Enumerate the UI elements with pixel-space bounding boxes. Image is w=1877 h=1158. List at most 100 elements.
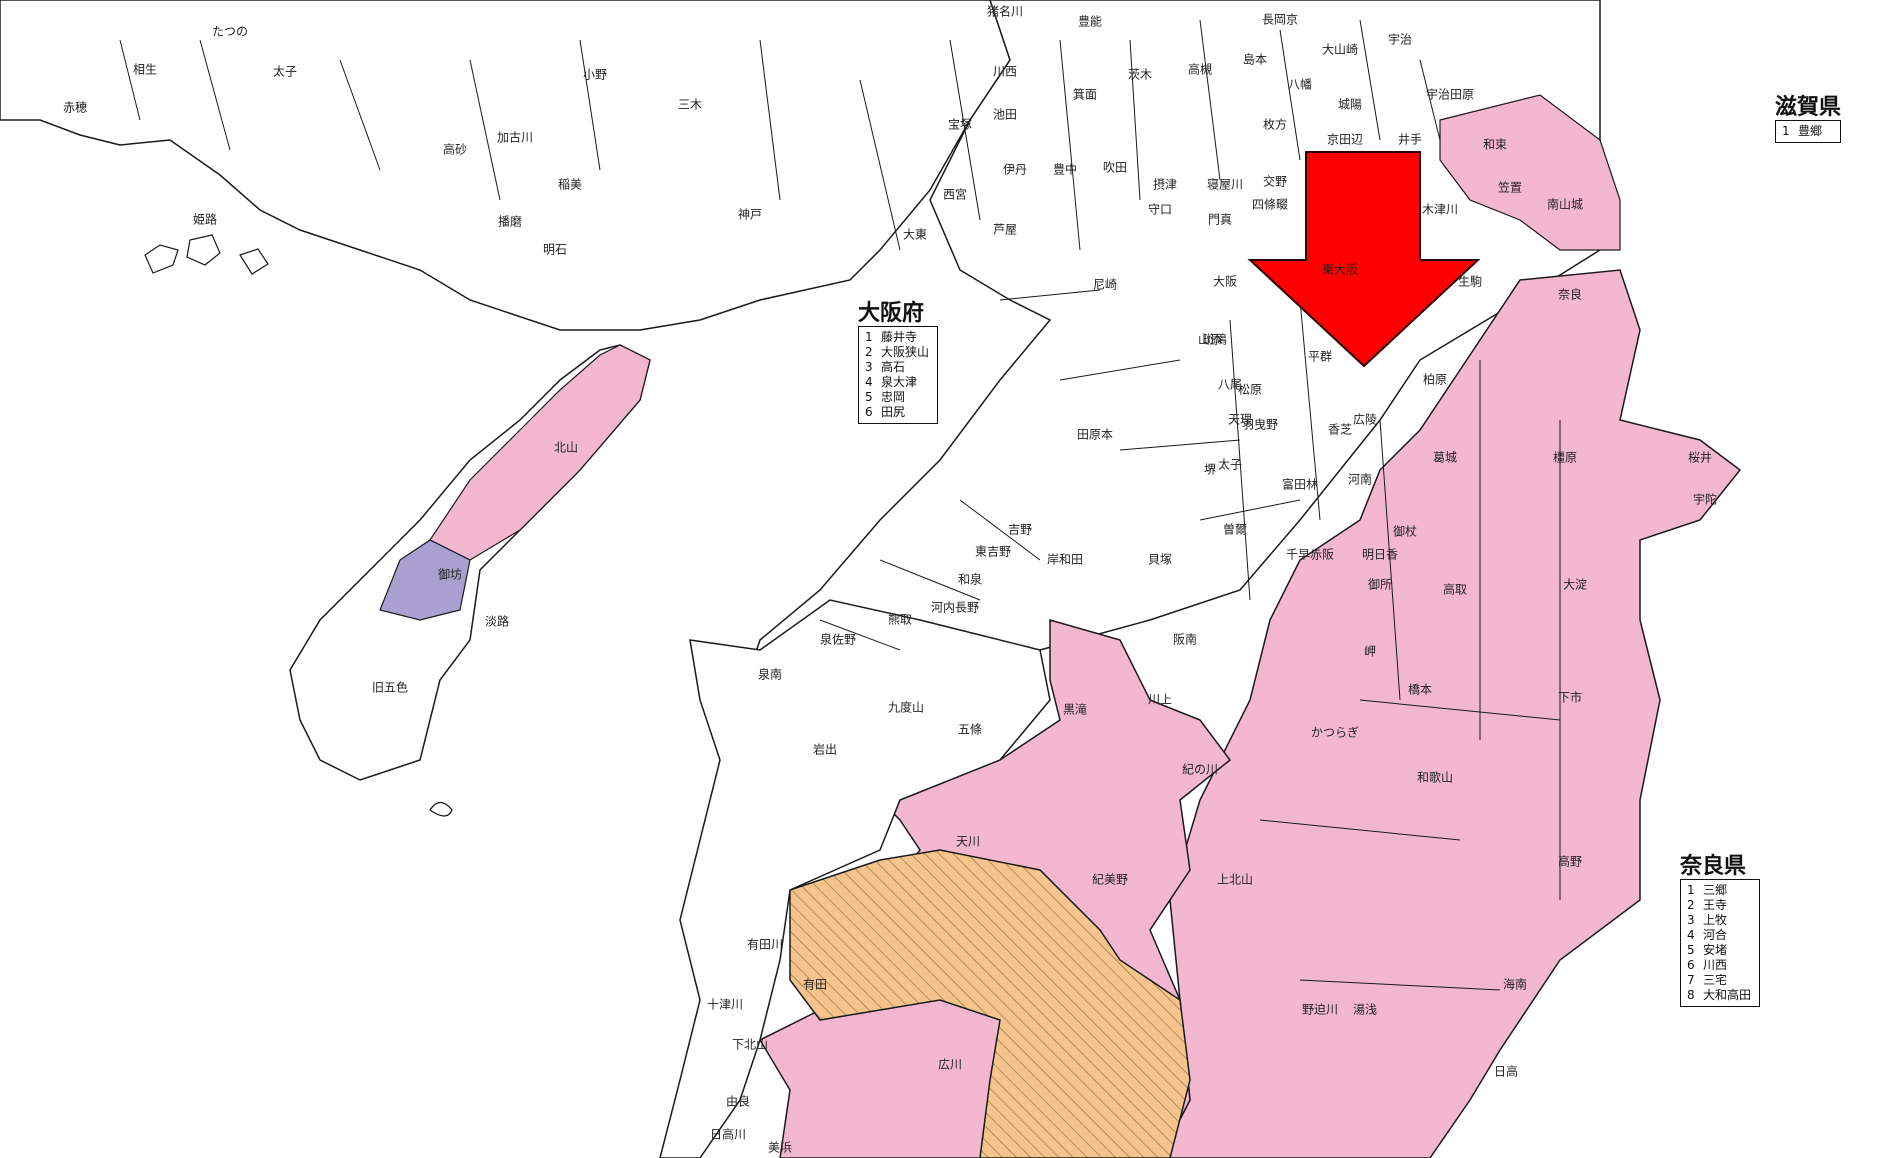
legend-entry-name: 大阪狭山 xyxy=(881,345,930,360)
municipality-label: 和歌山 xyxy=(1417,770,1453,785)
municipality-label: 天理 xyxy=(1228,413,1252,427)
municipality-label: 泉南 xyxy=(758,667,782,682)
municipality-label: 広陵 xyxy=(1353,413,1377,427)
legend-entry-number: 4 xyxy=(1687,928,1695,943)
municipality-label: 大山崎 xyxy=(1322,43,1358,57)
legend-entry-number: 6 xyxy=(865,405,873,420)
municipality-label: 九度山 xyxy=(888,700,924,715)
municipality-label: 播磨 xyxy=(498,215,522,229)
municipality-label: 南山城 xyxy=(1547,197,1583,212)
municipality-label: 宝塚 xyxy=(948,118,972,132)
municipality-label: 大淀 xyxy=(1563,578,1587,592)
legend-entry-name: 三郷 xyxy=(1703,883,1728,898)
municipality-label: 北山 xyxy=(554,441,578,455)
municipality-label: 千早赤阪 xyxy=(1286,548,1334,562)
municipality-label: 御所 xyxy=(1368,577,1392,592)
legend-entry-name: 上牧 xyxy=(1703,913,1728,928)
municipality-label: 宇治田原 xyxy=(1426,88,1474,102)
legend-entry-number: 7 xyxy=(1687,973,1695,988)
municipality-label: 吉野 xyxy=(1008,523,1032,537)
legend-entry-number: 1 xyxy=(1782,124,1790,139)
municipality-label: 相生 xyxy=(133,63,157,77)
legend-entry-number: 5 xyxy=(1687,943,1695,958)
municipality-label: 太子 xyxy=(1218,457,1242,472)
municipality-label: 堺 xyxy=(1204,463,1216,477)
municipality-label: 奈良 xyxy=(1558,287,1582,302)
legend-entry-number: 2 xyxy=(865,345,873,360)
municipality-label: 川上 xyxy=(1148,693,1172,707)
municipality-label: 高槻 xyxy=(1188,62,1212,77)
municipality-label: 宇治 xyxy=(1388,33,1412,47)
municipality-label: 明石 xyxy=(543,243,567,257)
legend-entry-name: 藤井寺 xyxy=(881,330,918,345)
municipality-label: 高砂 xyxy=(443,142,467,157)
municipality-label: 枚方 xyxy=(1263,117,1287,132)
municipality-label: 斑鳩 xyxy=(1203,333,1227,347)
kyoto-pink xyxy=(1439,94,1621,251)
municipality-label: 田原本 xyxy=(1077,428,1113,442)
municipality-label: 熊取 xyxy=(888,612,912,627)
legend-entry-number: 5 xyxy=(865,390,873,405)
municipality-label: 加古川 xyxy=(497,130,533,145)
municipality-label: 野迫川 xyxy=(1302,1003,1338,1017)
municipality-label: 城陽 xyxy=(1338,98,1362,112)
municipality-label: 吹田 xyxy=(1103,161,1127,175)
municipality-label: 河内長野 xyxy=(931,601,979,615)
municipality-label: 香芝 xyxy=(1328,422,1352,437)
municipality-label: 由良 xyxy=(726,1094,750,1109)
municipality-label: 平群 xyxy=(1308,350,1332,364)
municipality-label: 豊能 xyxy=(1078,15,1102,29)
municipality-label: 大阪 xyxy=(1213,275,1237,289)
municipality-label: 尼崎 xyxy=(1093,278,1117,292)
municipality-label: 笠置 xyxy=(1498,180,1522,195)
legend-entry: 4 河合 xyxy=(1687,928,1751,943)
municipality-label: 茨木 xyxy=(1128,68,1152,82)
municipality-label: 天川 xyxy=(956,835,980,849)
municipality-label: 高野 xyxy=(1558,854,1582,869)
legend-entry-name: 川西 xyxy=(1703,958,1728,973)
municipality-label: 貝塚 xyxy=(1148,553,1172,567)
municipality-label: 箕面 xyxy=(1073,88,1097,102)
municipality-label: 橋本 xyxy=(1408,683,1432,697)
municipality-label: 阪南 xyxy=(1173,632,1197,647)
municipality-label: 御坊 xyxy=(438,567,462,582)
municipality-label: 姫路 xyxy=(193,212,217,227)
municipality-label: 上北山 xyxy=(1217,873,1253,887)
municipality-label: 岩出 xyxy=(813,742,837,757)
municipality-label: 西宮 xyxy=(943,187,967,202)
awaji-pink xyxy=(429,344,651,561)
municipality-label: 東吉野 xyxy=(975,545,1011,559)
legend-entry-name: 河合 xyxy=(1703,928,1728,943)
municipality-label: 守口 xyxy=(1148,203,1172,217)
municipality-label: 紀の川 xyxy=(1182,763,1218,777)
island xyxy=(239,248,269,275)
municipality-label: 高取 xyxy=(1443,582,1467,597)
municipality-label: 摂津 xyxy=(1153,177,1177,192)
municipality-label: 曽爾 xyxy=(1223,522,1247,537)
municipality-label: 岬 xyxy=(1364,645,1376,659)
municipal-boundaries xyxy=(119,19,1561,991)
legend-entry-number: 4 xyxy=(865,375,873,390)
municipality-label: 紀美野 xyxy=(1092,873,1128,887)
legend-entry-number: 3 xyxy=(865,360,873,375)
municipality-label: 柏原 xyxy=(1423,372,1447,387)
municipality-label: 橿原 xyxy=(1553,451,1577,465)
municipality-label: 四條畷 xyxy=(1252,198,1288,212)
municipality-label: 下市 xyxy=(1558,690,1582,705)
municipality-label: 井手 xyxy=(1398,133,1422,147)
municipality-label: 八尾 xyxy=(1218,378,1242,392)
municipality-label: 赤穂 xyxy=(63,101,87,115)
legend-entry-name: 泉大津 xyxy=(881,375,918,390)
municipality-label: 泉佐野 xyxy=(820,633,856,647)
legend-entry-number: 2 xyxy=(1687,898,1695,913)
municipality-label: 日高 xyxy=(1494,1064,1518,1079)
municipality-label: 大東 xyxy=(903,228,927,242)
